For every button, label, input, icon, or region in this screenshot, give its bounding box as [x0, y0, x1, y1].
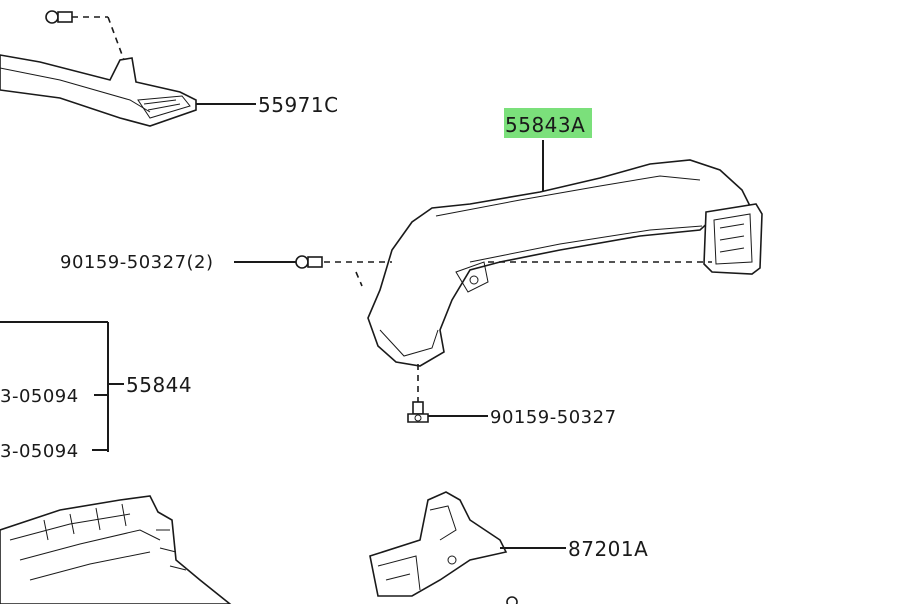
screw-top-left	[45, 10, 125, 61]
label-55971c[interactable]: 55971C	[258, 93, 339, 117]
label-55843a[interactable]: 55843A	[505, 113, 585, 137]
label-87201a[interactable]: 87201A	[568, 537, 648, 561]
label-sub-part-1[interactable]: 3-05094	[0, 386, 79, 407]
label-bolt-lower[interactable]: 90159-50327	[490, 407, 617, 428]
highlight-55843a	[504, 108, 592, 138]
bolt-upper-icon	[295, 255, 323, 269]
label-sub-part-2[interactable]: 3-05094	[0, 441, 79, 462]
dash-small	[355, 271, 363, 287]
label-55844[interactable]: 55844	[126, 373, 192, 397]
bolt-lower-icon	[407, 401, 429, 423]
duct-55843a-drawing	[367, 159, 763, 367]
part-87201a-drawing	[369, 491, 518, 604]
bottom-left-assembly-drawing	[0, 495, 232, 604]
part-55971c-drawing	[0, 10, 197, 127]
label-bolt-upper[interactable]: 90159-50327(2)	[60, 252, 214, 273]
bracket-55844	[0, 321, 124, 452]
